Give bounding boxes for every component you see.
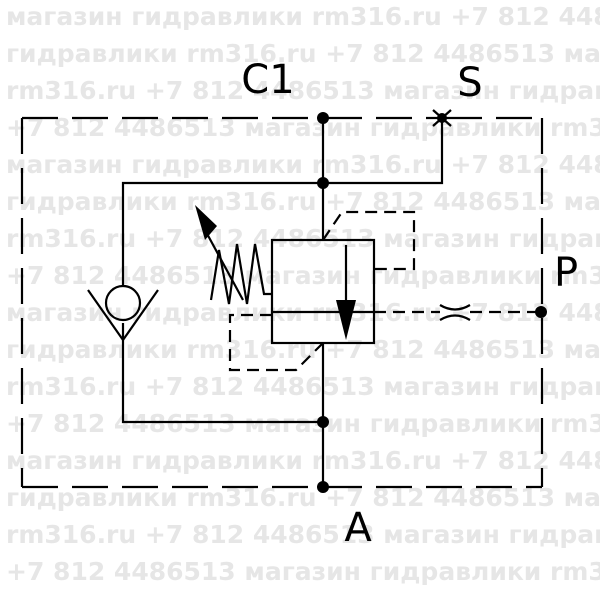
junction-dot-node bbox=[317, 177, 329, 189]
valve-body bbox=[270, 238, 376, 345]
spring-adjust-arrowhead bbox=[195, 205, 217, 240]
flow-arrow-icon bbox=[336, 245, 356, 340]
check-valve bbox=[87, 284, 159, 342]
flow-arrow-head bbox=[336, 300, 356, 340]
spring-adjust-shaft bbox=[204, 229, 244, 301]
pilot-bottom-left bbox=[228, 313, 324, 372]
junction-dot-check-return bbox=[317, 416, 329, 428]
port-label-c1: C1 bbox=[241, 57, 294, 103]
port-label-s: S bbox=[457, 60, 482, 106]
line-node-to-s bbox=[323, 118, 444, 185]
junction-dot-c1 bbox=[317, 112, 329, 124]
check-valve-ball bbox=[104, 284, 142, 322]
line-check-bottom bbox=[121, 323, 323, 424]
adjustable-spring bbox=[195, 205, 272, 305]
junction-dot-s bbox=[437, 113, 447, 123]
line-check-top bbox=[121, 181, 323, 285]
junction-dot-a bbox=[317, 481, 329, 493]
pilot-top-right bbox=[322, 210, 416, 271]
junction-dot-p bbox=[535, 306, 547, 318]
orifice-lower-arc bbox=[439, 314, 471, 321]
port-label-a: A bbox=[344, 505, 372, 551]
outer-envelope bbox=[20, 116, 544, 489]
orifice-icon bbox=[439, 304, 471, 321]
orifice-upper-arc bbox=[439, 304, 471, 311]
port-label-p: P bbox=[554, 250, 578, 296]
check-valve-seat bbox=[87, 289, 159, 342]
